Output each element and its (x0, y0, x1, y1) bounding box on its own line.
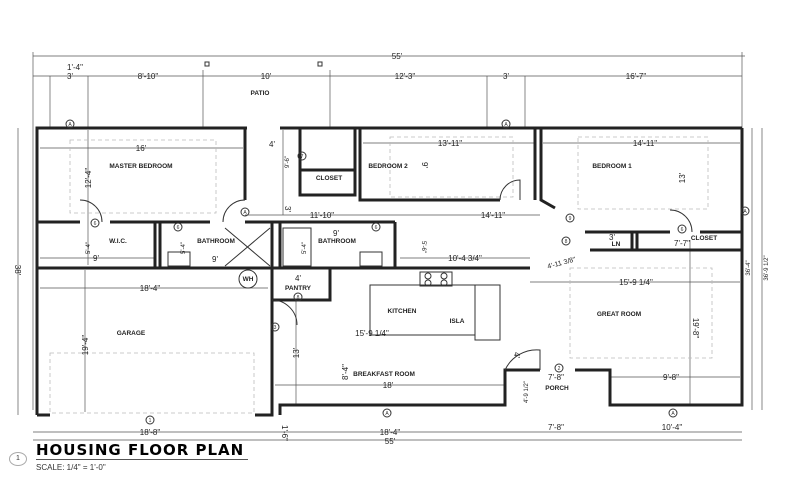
room-label: MASTER BEDROOM (109, 163, 172, 170)
window-tag: A (68, 122, 72, 128)
dim-label: 19'-8" (691, 318, 700, 339)
dim-label: 3' (67, 72, 73, 81)
dim-label: 7'-8" (548, 373, 564, 382)
dim-label: 14'-11" (633, 139, 657, 148)
dim-label: 19'-4" (81, 335, 90, 356)
door-tag: 6 (94, 221, 97, 227)
dim-label: 16'-7" (626, 72, 647, 81)
dim-label: 1'-6" (280, 425, 289, 441)
room-label: BEDROOM 1 (592, 163, 632, 170)
dim-label: 9' (333, 229, 339, 238)
dim-label: 10'-4 3/4" (448, 254, 482, 263)
dim-label: 18'-4" (140, 284, 161, 293)
door-tag: 8 (565, 239, 568, 245)
dim-label: 12'-3" (395, 72, 416, 81)
door-window-tags: A A A A A A 1 2 3 6 6 6 6 7 8 8 9 (65, 119, 750, 425)
dim-label: 15'-9 1/4" (619, 278, 653, 287)
dim-label: 7'-7" (674, 239, 690, 248)
dim-label: 12'-4" (84, 168, 93, 189)
dim-label: 4'-9 1/2" (524, 381, 530, 403)
room-label: KITCHEN (388, 308, 417, 315)
room-label: W.I.C. (109, 238, 127, 245)
dim-label: 18'-4" (380, 428, 401, 437)
door-tag: 2 (558, 366, 561, 372)
dim-label: 8'-10" (138, 72, 159, 81)
dimension-lines (17, 52, 763, 441)
dim-label: 4' (269, 140, 275, 149)
door-tag: 6 (681, 227, 684, 233)
dim-label: 9'-8" (663, 373, 679, 382)
dim-label: 15'-9 1/4" (355, 329, 389, 338)
dim-label: 9' (93, 254, 99, 263)
dim-label: 36'-4" (746, 260, 752, 275)
door-tag: 7 (301, 154, 304, 160)
dim-label: 5'-4" (181, 242, 187, 254)
dim-label: 55' (392, 52, 403, 61)
dim-label: 3' (283, 206, 292, 212)
room-label: PATIO (251, 90, 270, 97)
room-label: PORCH (545, 385, 569, 392)
drawing-title: HOUSING FLOOR PLAN (36, 441, 249, 460)
door-tag: 6 (177, 225, 180, 231)
dim-label: 13' (678, 172, 687, 183)
dim-label: 9' (420, 162, 429, 168)
dim-label: 18'-8" (140, 428, 161, 437)
window-tag: A (743, 209, 747, 215)
furniture-zones (49, 136, 713, 414)
door-tag: 8 (297, 295, 300, 301)
room-labels: MASTER BEDROOM BEDROOM 2 BEDROOM 1 CLOSE… (109, 90, 717, 392)
room-label: CLOSET (691, 235, 717, 242)
dim-label: 5'-6" (420, 241, 426, 253)
dim-label: 16' (136, 144, 147, 153)
dim-label: 1'-4" (67, 63, 83, 72)
drawing-number: 1 (9, 452, 27, 466)
dim-label: 9' (212, 255, 218, 264)
dim-label: 10'-4" (662, 423, 683, 432)
window-tag: A (385, 411, 389, 417)
dim-label: 5'-4" (302, 242, 308, 254)
dim-label: 18' (383, 381, 394, 390)
dim-label: 55' (385, 437, 396, 446)
dim-label: 4'-11 3/8" (547, 256, 577, 270)
room-label: BATHROOM (318, 238, 356, 245)
dim-label: 4' (295, 274, 301, 283)
drawing-scale: SCALE: 1/4" = 1'-0" (36, 463, 106, 472)
dim-label: 4' (512, 352, 521, 358)
dim-label: 36'-9 1/2" (764, 255, 770, 280)
window-tag: A (504, 122, 508, 128)
dimension-labels: 55' 1'-4" 3' 8'-10" 10' 12'-3" 3' 16'-7"… (13, 52, 770, 446)
dim-label: 9'-6" (285, 156, 291, 168)
room-label: LN (612, 241, 621, 248)
door-tag: 1 (149, 418, 152, 424)
door-tag: 6 (375, 225, 378, 231)
dim-label: 10' (261, 72, 272, 81)
dim-label: 3' (503, 72, 509, 81)
room-label: ISLA (450, 318, 465, 325)
room-label: GARAGE (117, 330, 146, 337)
door-tag: 9 (569, 216, 572, 222)
window-tag: A (671, 411, 675, 417)
fixtures (79, 61, 693, 371)
walls (35, 126, 744, 417)
room-label: BATHROOM (197, 238, 235, 245)
dim-label: 3' (609, 233, 615, 242)
water-heater-label: WH (243, 276, 254, 283)
room-label: GREAT ROOM (597, 311, 641, 318)
door-tag: 3 (274, 325, 277, 331)
dim-label: 5'-4" (86, 242, 92, 254)
dim-label: 13'-11" (438, 139, 462, 148)
dim-label: 13' (292, 347, 301, 358)
dim-label: 7'-8" (548, 423, 564, 432)
room-label: PANTRY (285, 285, 312, 292)
room-label: BREAKFAST ROOM (353, 371, 415, 378)
dim-label: 38' (13, 265, 22, 276)
room-label: BEDROOM 2 (368, 163, 408, 170)
window-tag: A (243, 210, 247, 216)
dim-label: 14'-11" (481, 211, 505, 220)
room-label: CLOSET (316, 175, 342, 182)
dim-label: 11'-10" (310, 211, 334, 220)
dim-label: 8'-4" (341, 364, 350, 380)
